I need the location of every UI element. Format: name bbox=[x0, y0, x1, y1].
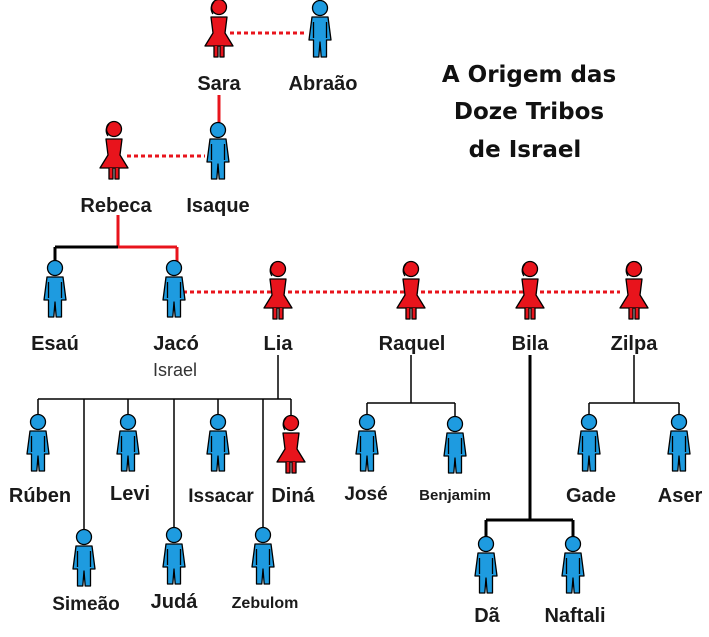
person-naftali: Naftali bbox=[544, 535, 606, 627]
person-name: Raquel bbox=[379, 333, 446, 355]
female-figure-icon bbox=[99, 120, 129, 180]
male-figure-icon bbox=[251, 526, 275, 585]
person-dina: Diná bbox=[271, 414, 316, 507]
female-figure-icon bbox=[263, 260, 293, 320]
person-name: Diná bbox=[271, 485, 315, 507]
connector-lines bbox=[37, 31, 680, 540]
title-line-1: A Origem das bbox=[442, 62, 616, 88]
person-name: Lia bbox=[264, 333, 294, 355]
person-sara: Sara bbox=[197, 0, 242, 95]
female-figure-icon bbox=[619, 260, 649, 320]
male-figure-icon bbox=[355, 413, 379, 472]
person-name: Levi bbox=[110, 483, 150, 505]
person-name: Zebulom bbox=[232, 595, 299, 612]
person-bila: Bila bbox=[512, 260, 550, 355]
male-figure-icon bbox=[443, 415, 467, 474]
person-simeao: Simeão bbox=[52, 528, 120, 615]
female-figure-icon bbox=[204, 0, 234, 58]
male-figure-icon bbox=[561, 535, 585, 594]
male-figure-icon bbox=[162, 259, 186, 318]
person-name: Sara bbox=[197, 73, 241, 95]
person-issacar: Issacar bbox=[188, 413, 254, 507]
person-jaco: Jacó Israel bbox=[153, 259, 199, 380]
person-name: José bbox=[344, 484, 387, 505]
male-figure-icon bbox=[308, 0, 332, 58]
person-name: Bila bbox=[512, 333, 550, 355]
male-figure-icon bbox=[474, 535, 498, 594]
person-aser: Aser bbox=[658, 413, 703, 507]
person-zilpa: Zilpa bbox=[611, 260, 659, 355]
person-name: Rúben bbox=[9, 485, 71, 507]
person-name: Naftali bbox=[544, 605, 605, 627]
diagram-title: A Origem das Doze Tribos de Israel bbox=[442, 62, 616, 163]
person-zebulom: Zebulom bbox=[232, 526, 299, 612]
person-name: Gade bbox=[566, 485, 616, 507]
person-name: Zilpa bbox=[611, 333, 659, 355]
title-line-3: de Israel bbox=[469, 137, 582, 163]
person-name: Simeão bbox=[52, 594, 120, 615]
female-figure-icon bbox=[396, 260, 426, 320]
person-name: Isaque bbox=[186, 195, 249, 217]
person-name: Esaú bbox=[31, 333, 79, 355]
female-figure-icon bbox=[276, 414, 306, 474]
person-lia: Lia bbox=[263, 260, 294, 355]
male-figure-icon bbox=[116, 413, 140, 472]
person-gade: Gade bbox=[566, 413, 616, 507]
female-figure-icon bbox=[515, 260, 545, 320]
male-figure-icon bbox=[206, 413, 230, 472]
person-name: Issacar bbox=[188, 486, 254, 507]
person-ruben: Rúben bbox=[9, 413, 71, 507]
person-name: Jacó bbox=[153, 333, 199, 355]
person-name: Benjamim bbox=[419, 487, 491, 504]
male-figure-icon bbox=[72, 528, 96, 587]
person-juda: Judá bbox=[151, 526, 199, 613]
male-figure-icon bbox=[667, 413, 691, 472]
person-levi: Levi bbox=[110, 413, 150, 505]
person-name: Dã bbox=[474, 605, 500, 627]
person-name: Rebeca bbox=[80, 195, 152, 217]
person-benjamim: Benjamim bbox=[419, 415, 491, 504]
person-isaque: Isaque bbox=[186, 121, 250, 217]
title-line-2: Doze Tribos bbox=[454, 99, 604, 125]
male-figure-icon bbox=[162, 526, 186, 585]
person-da: Dã bbox=[474, 535, 501, 627]
male-figure-icon bbox=[26, 413, 50, 472]
male-figure-icon bbox=[577, 413, 601, 472]
person-name: Aser bbox=[658, 485, 703, 507]
person-jose: José bbox=[344, 413, 388, 505]
person-raquel: Raquel bbox=[379, 260, 446, 355]
person-rebeca: Rebeca bbox=[80, 120, 152, 217]
person-abraao: Abraão bbox=[289, 0, 358, 95]
person-esau: Esaú bbox=[31, 259, 79, 355]
male-figure-icon bbox=[206, 121, 230, 180]
person-alias: Israel bbox=[153, 360, 197, 380]
person-name: Abraão bbox=[289, 73, 358, 95]
male-figure-icon bbox=[43, 259, 67, 318]
person-name: Judá bbox=[151, 591, 199, 613]
